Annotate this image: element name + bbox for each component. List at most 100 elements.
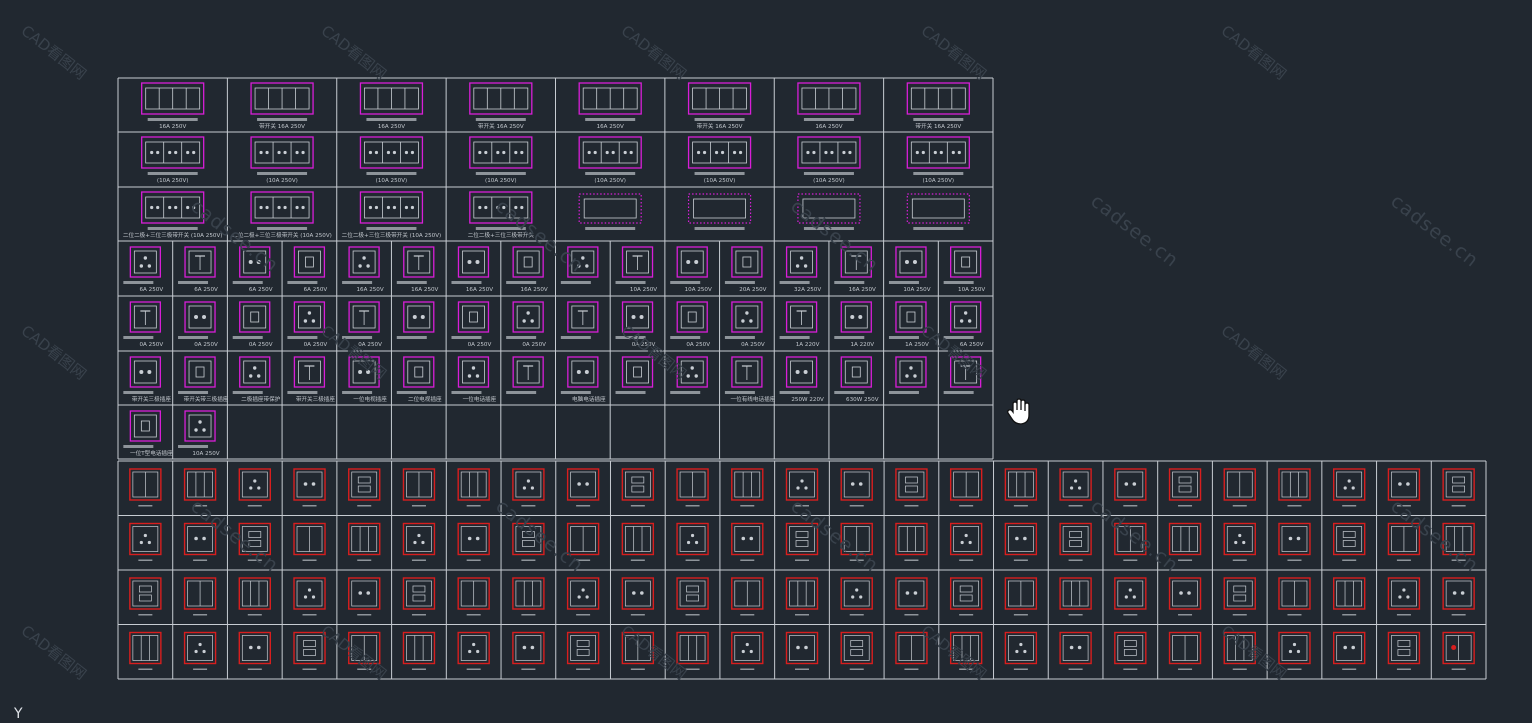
label-bar xyxy=(1013,505,1028,507)
red-socket-inner xyxy=(187,635,213,661)
red-socket-inner xyxy=(460,526,487,552)
pin-hole xyxy=(850,482,855,486)
red-socket-outline xyxy=(183,468,217,501)
socket-inner xyxy=(243,360,267,384)
label-bar xyxy=(302,668,317,670)
pin-hole xyxy=(964,533,968,538)
pin-hole xyxy=(1128,588,1132,592)
label-bar xyxy=(506,281,537,284)
red-socket-inner xyxy=(679,526,706,552)
socket-inner xyxy=(188,360,212,384)
switch-key xyxy=(633,366,642,378)
pin-hole xyxy=(147,264,152,268)
pin-hole xyxy=(265,205,269,210)
pin-hole xyxy=(475,260,480,264)
label-bar xyxy=(913,118,964,121)
red-socket-outline xyxy=(1387,522,1421,556)
label-bar xyxy=(1451,614,1466,616)
red-socket-outline xyxy=(840,468,873,501)
red-socket-outline xyxy=(949,631,983,665)
socket-outline xyxy=(239,301,271,333)
panel-outline xyxy=(469,191,533,224)
symbol-label: (10A 250V) xyxy=(485,178,517,184)
pin-hole xyxy=(799,256,804,260)
pin-hole xyxy=(686,540,691,545)
label-bar xyxy=(1013,614,1028,616)
symbol-label: 0A 250V xyxy=(468,342,492,348)
red-socket-inner xyxy=(789,580,815,607)
switch-key xyxy=(1069,531,1082,538)
label-bar xyxy=(257,227,308,230)
label-bar xyxy=(685,559,700,561)
socket-outline xyxy=(348,246,380,278)
panel-outline xyxy=(250,191,314,224)
pin-hole xyxy=(905,374,909,378)
label-bar xyxy=(943,391,974,394)
symbol-label: 带开关 16A 250V xyxy=(915,122,961,130)
dotted-panel-outline xyxy=(797,193,861,224)
dotted-panel-outline xyxy=(906,193,970,224)
switch-key xyxy=(795,540,809,547)
pin-hole xyxy=(413,540,417,545)
pin-hole xyxy=(374,150,379,155)
pin-hole xyxy=(307,588,312,592)
socket-inner xyxy=(790,360,813,384)
symbol-label: 带开关 16A 250V xyxy=(478,122,524,130)
pin-hole xyxy=(951,150,955,155)
pin-hole xyxy=(581,588,585,592)
label-bar xyxy=(287,336,318,339)
pin-hole xyxy=(1132,482,1137,486)
switch-key xyxy=(522,540,535,547)
socket-inner xyxy=(133,414,157,438)
socket-outline xyxy=(567,356,599,388)
red-socket-outline xyxy=(895,522,928,556)
socket-inner xyxy=(735,360,759,384)
red-socket-outline xyxy=(1168,577,1202,610)
pin-hole xyxy=(796,645,800,650)
pin-hole xyxy=(1288,649,1293,654)
symbol-label: 16A 250V xyxy=(159,124,186,130)
symbol-label: 16A 250V xyxy=(356,287,383,293)
pin-hole xyxy=(803,370,808,374)
socket-inner xyxy=(462,305,485,329)
label-bar xyxy=(475,227,526,230)
pin-hole xyxy=(629,150,633,155)
red-socket-inner xyxy=(734,526,761,552)
switch-key xyxy=(1069,540,1082,547)
pin-hole xyxy=(1351,486,1355,490)
label-bar xyxy=(630,505,645,507)
socket-inner xyxy=(243,250,267,274)
red-socket-outline xyxy=(238,522,272,556)
pin-hole xyxy=(392,205,397,210)
label-bar xyxy=(1451,668,1466,670)
red-socket-outline xyxy=(1059,577,1092,610)
pin-hole xyxy=(1402,588,1406,592)
switch-key xyxy=(905,476,918,484)
socket-outline xyxy=(785,246,818,278)
red-socket-outline xyxy=(949,522,983,556)
pin-hole xyxy=(386,150,391,155)
socket-inner xyxy=(188,305,212,329)
socket-inner xyxy=(298,250,321,274)
switch-key xyxy=(523,256,533,268)
pin-hole xyxy=(1406,595,1410,599)
red-socket-inner xyxy=(460,635,487,661)
label-bar xyxy=(193,614,208,616)
red-socket-inner xyxy=(898,580,925,607)
switch-key xyxy=(305,256,314,268)
label-bar xyxy=(740,668,755,670)
pin-hole xyxy=(749,319,753,323)
pin-hole xyxy=(467,260,472,264)
socket-outline xyxy=(785,356,818,388)
pin-hole xyxy=(1070,486,1074,490)
pin-hole xyxy=(502,205,506,210)
symbol-label: 6A 250V xyxy=(140,287,164,293)
pin-hole xyxy=(374,205,379,210)
label-bar xyxy=(257,172,308,175)
label-bar xyxy=(1396,559,1411,561)
red-socket-outline xyxy=(457,631,490,665)
label-bar xyxy=(138,668,153,670)
red-socket-inner xyxy=(843,471,870,498)
symbol-label: 6A 250V xyxy=(194,287,218,293)
